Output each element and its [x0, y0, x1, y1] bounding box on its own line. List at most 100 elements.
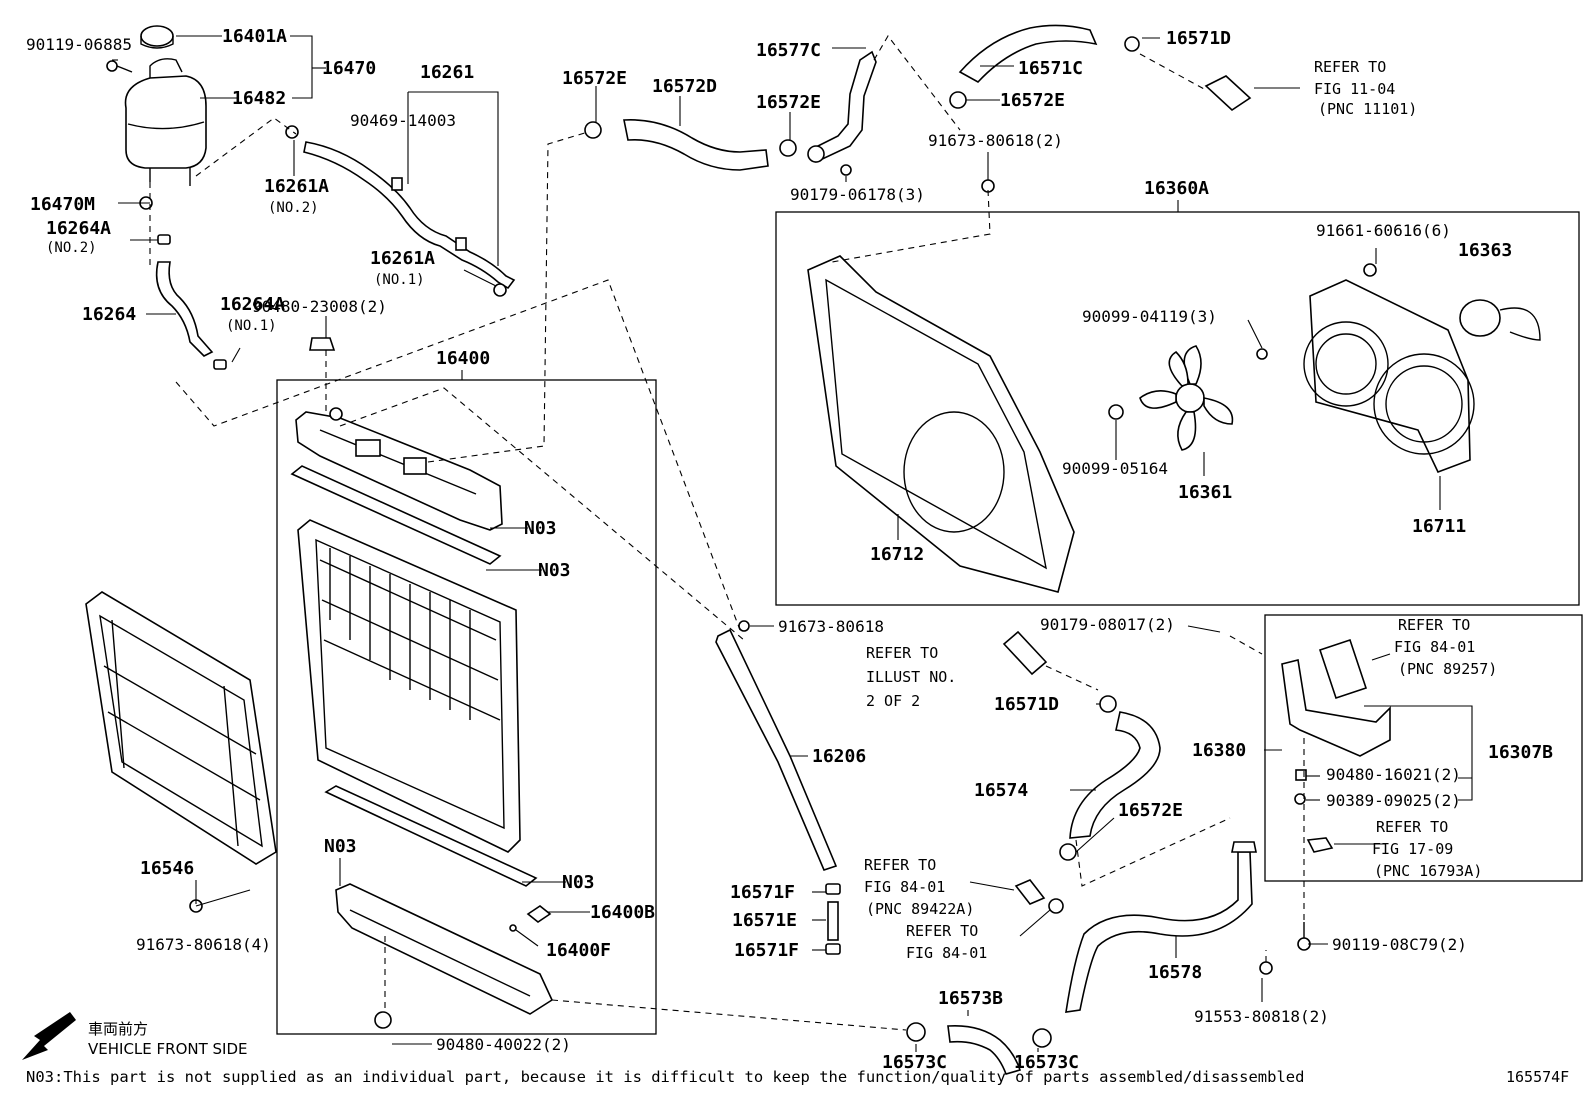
parts-16571F-E	[825, 883, 841, 955]
hose-16572D	[623, 119, 769, 171]
label-16711: 16711	[1412, 516, 1466, 537]
label-16264A: 16264A	[46, 218, 111, 239]
label-16361: 16361	[1178, 482, 1232, 503]
sensor-89422A	[1014, 879, 1046, 905]
label-16261A-no2: 16261A	[264, 176, 329, 197]
footnote-n03: N03:This part is not supplied as an indi…	[26, 1068, 1304, 1086]
gasket-lower	[324, 785, 538, 887]
cushion-90480-16021	[1295, 769, 1307, 781]
label-90099-05164: 90099-05164	[1062, 459, 1168, 478]
label-16400B: 16400B	[590, 902, 655, 923]
ref-illust-line3: 2 OF 2	[866, 692, 920, 710]
ref-illust-line1: REFER TO	[866, 644, 938, 662]
motor-16363	[1459, 299, 1541, 341]
figure-id: 165574F	[1506, 1068, 1569, 1086]
ref-11-04-line1: REFER TO	[1314, 58, 1386, 76]
label-90179-08017: 90179-08017(2)	[1040, 615, 1175, 634]
ref-84-01-b-line1: REFER TO	[864, 856, 936, 874]
label-16573C-b: 16573C	[1014, 1052, 1079, 1073]
label-90179-06178: 90179-06178(3)	[790, 185, 925, 204]
label-90480-16021: 90480-16021(2)	[1326, 765, 1461, 784]
bolt-90119-08C79	[1297, 922, 1311, 951]
label-16571D-a: 16571D	[1166, 28, 1231, 49]
label-16401A: 16401A	[222, 26, 287, 47]
label-90480-23008: 90480-23008(2)	[252, 297, 387, 316]
label-16400F: 16400F	[546, 940, 611, 961]
label-16380: 16380	[1192, 740, 1246, 761]
hose-16264	[155, 261, 214, 357]
label-16482: 16482	[232, 88, 286, 109]
label-16400: 16400	[436, 348, 490, 369]
label-16571C: 16571C	[1018, 58, 1083, 79]
ref-illust-line2: ILLUST NO.	[866, 668, 956, 686]
label-90389-09025: 90389-09025(2)	[1326, 791, 1461, 810]
label-n03-3: N03	[324, 836, 357, 857]
ref-17-09-line3: (PNC 16793A)	[1374, 862, 1482, 880]
clamp-16572E-c	[949, 91, 967, 109]
label-90119-06885: 90119-06885	[26, 35, 132, 54]
ref-17-09-line1: REFER TO	[1376, 818, 1448, 836]
screw-90099-04119	[1256, 348, 1268, 360]
label-n03-1: N03	[524, 518, 557, 539]
label-90119-08C79: 90119-08C79(2)	[1332, 935, 1467, 954]
ref-84-01-b-line2: FIG 84-01	[864, 878, 945, 896]
label-16572D: 16572D	[652, 76, 717, 97]
clamp-16573C-b	[1032, 1028, 1052, 1048]
label-16360A: 16360A	[1144, 178, 1209, 199]
dashed-connectors	[149, 35, 1305, 1031]
label-16712: 16712	[870, 544, 924, 565]
ref-84-01-c-line1: REFER TO	[906, 922, 978, 940]
label-16261A-no1: 16261A	[370, 248, 435, 269]
label-16572E-a: 16572E	[562, 68, 627, 89]
label-16572E-c: 16572E	[1000, 90, 1065, 111]
bolt-90119-06885	[106, 60, 133, 73]
clamp-16572E-d	[1059, 843, 1077, 861]
ref-84-01-a-line2: FIG 84-01	[1394, 638, 1475, 656]
radiator-lower-tank	[335, 883, 554, 1029]
pipe-16206	[715, 620, 838, 871]
label-91673-80618-2: 91673-80618(2)	[928, 131, 1063, 150]
label-16571D-b: 16571D	[994, 694, 1059, 715]
vehicle-front-arrow-icon	[22, 1012, 76, 1060]
radiator-upper-tank	[295, 407, 503, 531]
radiator-assembly-box	[276, 379, 657, 1035]
label-16573C-a: 16573C	[882, 1052, 947, 1073]
ref-11-04-line2: FIG 11-04	[1314, 80, 1395, 98]
nut-90099-05164	[1108, 404, 1124, 420]
hose-16571C	[958, 24, 1098, 84]
label-16363: 16363	[1458, 240, 1512, 261]
label-90480-40022: 90480-40022(2)	[436, 1035, 571, 1054]
label-16307B: 16307B	[1488, 742, 1553, 763]
clamp-16572E-a	[584, 121, 602, 139]
label-16573B: 16573B	[938, 988, 1003, 1009]
clamp-16571D-b	[1099, 695, 1117, 713]
label-16264: 16264	[82, 304, 136, 325]
label-91673-80618-4: 91673-80618(4)	[136, 935, 271, 954]
oring-16400F	[509, 924, 517, 932]
hose-16573B	[947, 1024, 1022, 1075]
clamp-16264A-no1	[213, 359, 227, 370]
label-16571F-b: 16571F	[734, 940, 799, 961]
ref-17-09-line2: FIG 17-09	[1372, 840, 1453, 858]
clamp-16264A-no2	[157, 234, 171, 245]
label-16571E: 16571E	[732, 910, 797, 931]
ecu-89257	[1318, 638, 1368, 700]
label-91553-80818: 91553-80818(2)	[1194, 1007, 1329, 1026]
label-16206: 16206	[812, 746, 866, 767]
leader-lines	[112, 35, 1473, 1052]
label-16572E-d: 16572E	[1118, 800, 1183, 821]
ref-84-01-a-line1: REFER TO	[1398, 616, 1470, 634]
label-n03-4: N03	[562, 872, 595, 893]
label-90099-04119: 90099-04119(3)	[1082, 307, 1217, 326]
label-n03-2: N03	[538, 560, 571, 581]
label-16261: 16261	[420, 62, 474, 83]
label-no1-a: (NO.1)	[374, 272, 425, 288]
ref-84-01-a-line3: (PNC 89257)	[1398, 660, 1497, 678]
ref-84-01-b-line3: (PNC 89422A)	[866, 900, 974, 918]
bolt-91553-80818	[1259, 961, 1273, 975]
clamp-16572E-b	[779, 139, 797, 157]
label-16470: 16470	[322, 58, 376, 79]
pipe-16578	[1065, 841, 1257, 1013]
fan-shroud-16711	[1303, 279, 1475, 474]
cap-90480-23008	[309, 337, 336, 351]
